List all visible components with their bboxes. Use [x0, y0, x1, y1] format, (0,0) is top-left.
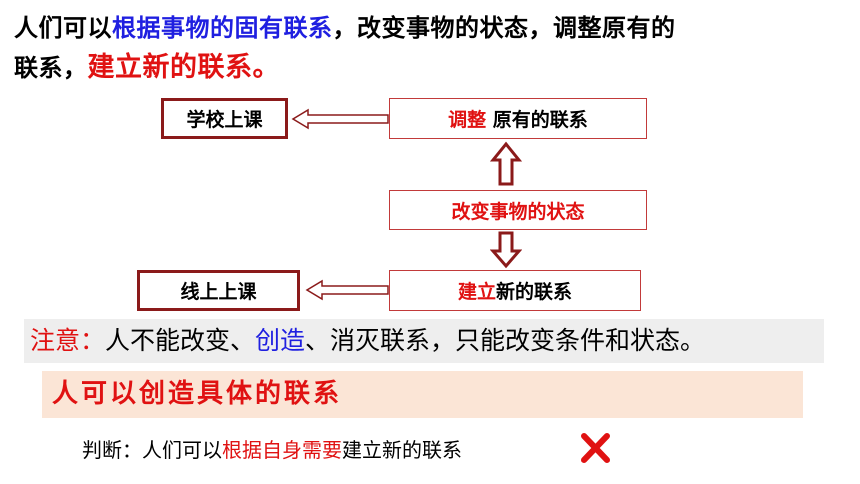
heading-highlight-red: 建立新的联系。: [87, 52, 280, 83]
heading-text-3: 联系，: [14, 54, 88, 82]
heading-highlight-blue: 根据事物的固有联系: [112, 14, 333, 42]
arrow-left-icon: [305, 279, 389, 301]
adjust-connection-box: 调整 原有的联系: [389, 98, 647, 139]
statement-text: 人可以创造具体的联系: [52, 379, 343, 409]
adjust-keyword: 调整: [448, 109, 487, 131]
notice-banner: 注意：人不能改变、创造、消灭联系，只能改变条件和状态。: [24, 319, 824, 363]
change-state-label: 改变事物的状态: [451, 200, 585, 223]
heading-text-1: 人们可以: [14, 14, 112, 42]
notice-highlight: 创造: [255, 326, 306, 355]
judgment-text-1: 判断：人们可以: [82, 438, 222, 462]
change-state-box: 改变事物的状态: [389, 190, 647, 230]
judgment-line: 判断：人们可以根据自身需要建立新的联系: [82, 432, 462, 468]
build-keyword: 建立: [457, 281, 496, 303]
notice-text-2: 、消灭联系，只能改变条件和状态。: [305, 326, 706, 355]
build-rest: 新的联系: [496, 281, 573, 303]
notice-label: 注意：: [30, 326, 106, 355]
online-class-label: 线上上课: [180, 281, 257, 303]
arrow-up-icon: [490, 141, 522, 186]
heading-text-2: ，改变事物的状态，调整原有的: [332, 14, 676, 42]
adjust-rest: 原有的联系: [486, 109, 588, 131]
arrow-left-icon: [291, 108, 389, 130]
build-connection-box: 建立新的联系: [389, 270, 641, 311]
arrow-down-icon: [490, 231, 522, 269]
judgment-text-2: 建立新的联系: [342, 438, 462, 462]
school-class-box: 学校上课: [161, 98, 288, 139]
cross-icon: [581, 433, 610, 463]
school-class-label: 学校上课: [186, 109, 263, 131]
judgment-highlight: 根据自身需要: [222, 438, 342, 462]
notice-text-1: 人不能改变、: [105, 326, 256, 355]
online-class-box: 线上上课: [137, 270, 300, 311]
statement-strip: 人可以创造具体的联系: [42, 371, 803, 418]
heading: 人们可以根据事物的固有联系，改变事物的状态，调整原有的 联系，建立新的联系。: [14, 8, 834, 88]
